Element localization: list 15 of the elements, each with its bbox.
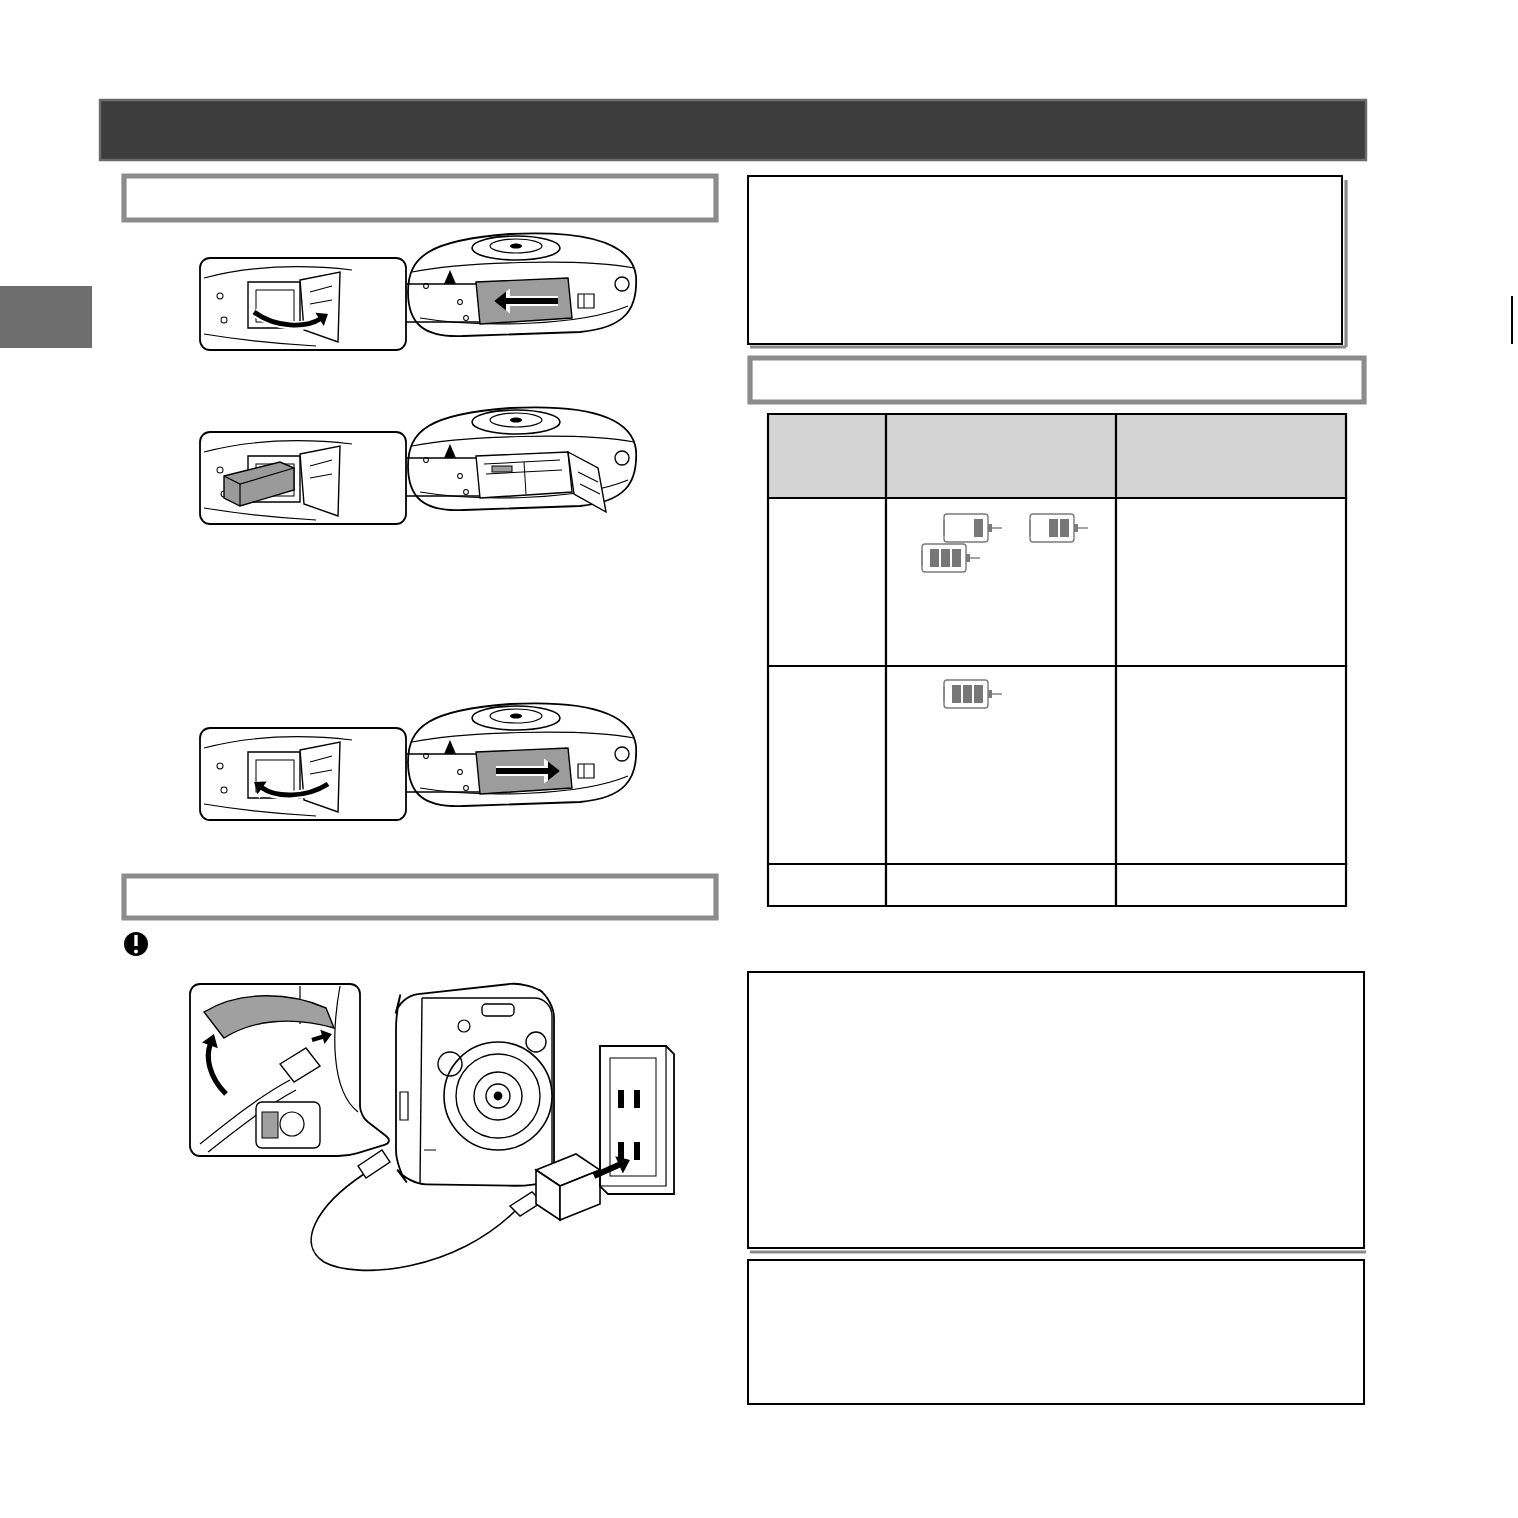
table-cell [1114, 862, 1348, 908]
table-cell [766, 862, 888, 908]
note-box [747, 971, 1367, 1254]
table-cell [884, 862, 1118, 908]
note-box [747, 175, 1348, 349]
section-header-box [121, 173, 719, 223]
section-header-box [747, 355, 1367, 405]
table-cell [766, 496, 888, 668]
note-box [747, 1259, 1366, 1405]
table-header-cell [766, 412, 888, 500]
title-bar [98, 98, 1368, 162]
table-header-cell [1114, 412, 1348, 500]
section-header-box [121, 873, 719, 921]
table-header-cell [884, 412, 1118, 500]
table-cell [1114, 496, 1348, 668]
